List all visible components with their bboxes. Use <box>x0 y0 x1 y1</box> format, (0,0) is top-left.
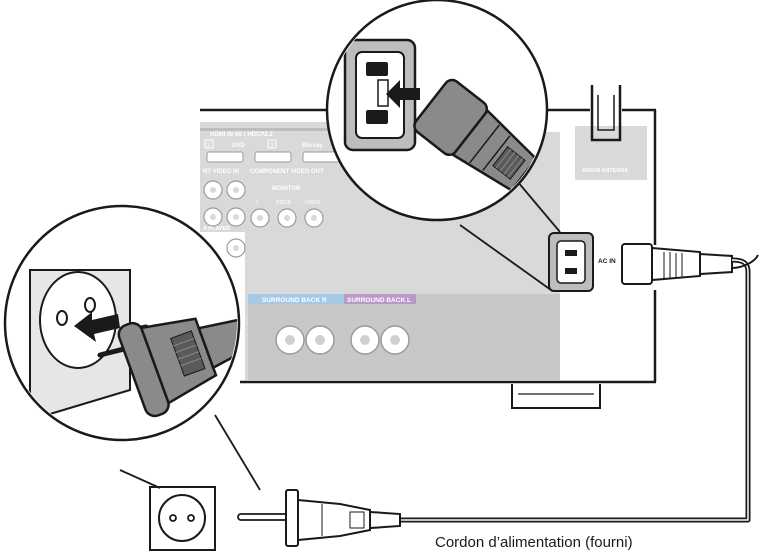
power-cord-caption: Cordon d’alimentation (fourni) <box>435 534 633 551</box>
surround-back-r-label: SURROUND BACK R <box>262 297 327 304</box>
hdmi-port-3-badge <box>267 139 277 149</box>
antenna-stub <box>590 85 622 142</box>
wall-outlet <box>149 486 216 551</box>
callout-line <box>214 414 261 491</box>
component-in-label: NT VIDEO IN <box>203 169 239 175</box>
outlet-hole <box>169 514 177 522</box>
hdmi-port-2-badge <box>204 139 214 149</box>
inlet-magnifier <box>325 0 549 222</box>
outlet-magnifier <box>3 204 241 442</box>
speaker-label-strip-purple <box>344 294 416 304</box>
hdmi-port <box>254 151 292 163</box>
callout-line <box>511 174 561 233</box>
antenna-label: AM/FM ANTENNA <box>582 168 628 174</box>
power-cord <box>400 254 759 523</box>
insert-arrow-icon <box>74 312 120 342</box>
hdmi-port-2-number: 2 <box>207 143 211 149</box>
surround-back-l-label: SURROUND BACK L <box>347 297 411 304</box>
ac-inlet-pin <box>565 268 577 274</box>
iec-plug-small <box>621 243 733 285</box>
callout-line <box>119 469 161 489</box>
pr-label: PR/CR <box>305 200 321 206</box>
inlet-pin-large <box>366 110 388 124</box>
hdmi-port-3-number: 3 <box>270 143 274 149</box>
hdmi-port <box>206 151 244 163</box>
receiver-foot <box>511 384 601 409</box>
pb-label: PB/CB <box>276 200 292 206</box>
ac-inlet-pin <box>565 250 577 256</box>
ac-in-label: AC IN <box>598 258 616 265</box>
outlet-socket <box>158 494 206 542</box>
ac-inlet-socket <box>556 240 586 284</box>
hdmi-port <box>302 151 340 163</box>
outlet-hole <box>187 514 195 522</box>
component-out-label: COMPONENT VIDEO OUT <box>250 169 324 175</box>
mains-plug-small <box>237 489 401 547</box>
callout-line <box>459 224 552 291</box>
panel-strip <box>200 128 380 131</box>
mains-plug-large <box>117 317 237 418</box>
speaker-label-strip-blue <box>248 294 344 304</box>
monitor-label: MONITOR <box>272 186 301 192</box>
insert-arrow-icon <box>386 80 420 108</box>
wall-socket-hole <box>84 297 96 313</box>
wall-socket-hole <box>56 310 68 326</box>
antenna-area <box>575 126 647 180</box>
media-player-label: A PLAYER <box>203 226 230 232</box>
hdmi-header: HDMI IN 4K / HDCP2.2 <box>210 132 273 138</box>
inlet-pin-large <box>366 62 388 76</box>
hdmi-port-2-name: DVD <box>232 143 245 149</box>
y-label: Y <box>255 200 259 206</box>
hdmi-port-3-name: Blu-ray <box>302 143 323 149</box>
antenna-stub-inner <box>597 95 615 131</box>
